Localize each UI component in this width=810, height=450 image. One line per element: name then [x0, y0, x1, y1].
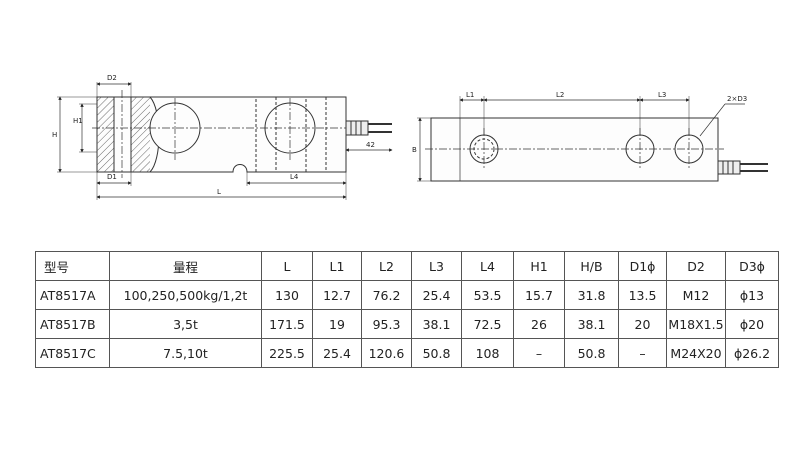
- col-header-capacity: 量程: [109, 251, 262, 281]
- table-row: AT8517C 7.5,10t 225.5 25.4 120.6 50.8 10…: [35, 338, 779, 368]
- label-cable-length: 42: [366, 141, 375, 149]
- col-header-d2: D2: [666, 251, 726, 281]
- cell-model: AT8517B: [35, 309, 110, 339]
- cell-l2: 120.6: [361, 338, 412, 368]
- cell-l2: 76.2: [361, 280, 412, 310]
- cell-h1: 15.7: [513, 280, 565, 310]
- cell-capacity: 100,250,500kg/1,2t: [109, 280, 262, 310]
- cell-l1: 25.4: [312, 338, 362, 368]
- cell-hb: 50.8: [564, 338, 619, 368]
- label-d1: D1: [107, 173, 117, 181]
- cell-d2: M24X20: [666, 338, 726, 368]
- label-l: L: [217, 188, 221, 196]
- cell-d3: ϕ26.2: [725, 338, 779, 368]
- cell-d2: M12: [666, 280, 726, 310]
- cell-d2: M18X1.5: [666, 309, 726, 339]
- cell-h1: 26: [513, 309, 565, 339]
- label-holes: 2×D3: [727, 95, 747, 103]
- cell-d1: –: [618, 338, 667, 368]
- col-header-l1: L1: [312, 251, 362, 281]
- cell-model: AT8517A: [35, 280, 110, 310]
- cell-l3: 38.1: [411, 309, 462, 339]
- cell-l: 171.5: [261, 309, 313, 339]
- side-view-cable: [368, 123, 392, 133]
- cell-l3: 25.4: [411, 280, 462, 310]
- cell-l1: 19: [312, 309, 362, 339]
- col-header-model: 型号: [35, 251, 110, 281]
- col-header-l: L: [261, 251, 313, 281]
- side-view-hatch-left: [97, 97, 114, 172]
- cell-d1: 20: [618, 309, 667, 339]
- cell-d1: 13.5: [618, 280, 667, 310]
- technical-drawing: D2 H H1 D1 L4 L 42 L1 L2: [52, 74, 768, 200]
- cell-model: AT8517C: [35, 338, 110, 368]
- col-header-h1: H1: [513, 251, 565, 281]
- cell-l3: 50.8: [411, 338, 462, 368]
- label-l4: L4: [290, 173, 299, 181]
- col-header-d3: D3ϕ: [725, 251, 779, 281]
- cell-h1: –: [513, 338, 565, 368]
- cell-l4: 53.5: [461, 280, 514, 310]
- col-header-l2: L2: [361, 251, 412, 281]
- col-header-l4: L4: [461, 251, 514, 281]
- cell-capacity: 3,5t: [109, 309, 262, 339]
- cell-hb: 38.1: [564, 309, 619, 339]
- cell-l2: 95.3: [361, 309, 412, 339]
- table-row: AT8517B 3,5t 171.5 19 95.3 38.1 72.5 26 …: [35, 309, 779, 339]
- col-header-d1: D1ϕ: [618, 251, 667, 281]
- side-view-hatch-mid: [131, 97, 150, 172]
- col-header-l3: L3: [411, 251, 462, 281]
- label-h: H: [52, 131, 57, 139]
- label-h1: H1: [73, 117, 83, 125]
- table-header-row: 型号 量程 L L1 L2 L3 L4 H1 H/B D1ϕ D2 D3ϕ: [35, 251, 779, 281]
- cell-l1: 12.7: [312, 280, 362, 310]
- spec-table: 型号 量程 L L1 L2 L3 L4 H1 H/B D1ϕ D2 D3ϕ AT…: [35, 251, 779, 368]
- cell-hb: 31.8: [564, 280, 619, 310]
- label-b: B: [412, 146, 417, 154]
- cell-l4: 108: [461, 338, 514, 368]
- label-l2: L2: [556, 91, 564, 99]
- cell-l: 130: [261, 280, 313, 310]
- cell-l4: 72.5: [461, 309, 514, 339]
- cell-d3: ϕ20: [725, 309, 779, 339]
- label-d2: D2: [107, 74, 117, 82]
- side-view: [57, 82, 393, 200]
- col-header-hb: H/B: [564, 251, 619, 281]
- side-view-cable-gland: [345, 120, 369, 136]
- label-l3: L3: [658, 91, 666, 99]
- cell-d3: ϕ13: [725, 280, 779, 310]
- top-view-cable: [740, 163, 768, 172]
- top-view-cable-gland: [717, 160, 741, 175]
- cell-capacity: 7.5,10t: [109, 338, 262, 368]
- table-row: AT8517A 100,250,500kg/1,2t 130 12.7 76.2…: [35, 280, 779, 310]
- top-view: [417, 96, 768, 182]
- label-l1: L1: [466, 91, 474, 99]
- cell-l: 225.5: [261, 338, 313, 368]
